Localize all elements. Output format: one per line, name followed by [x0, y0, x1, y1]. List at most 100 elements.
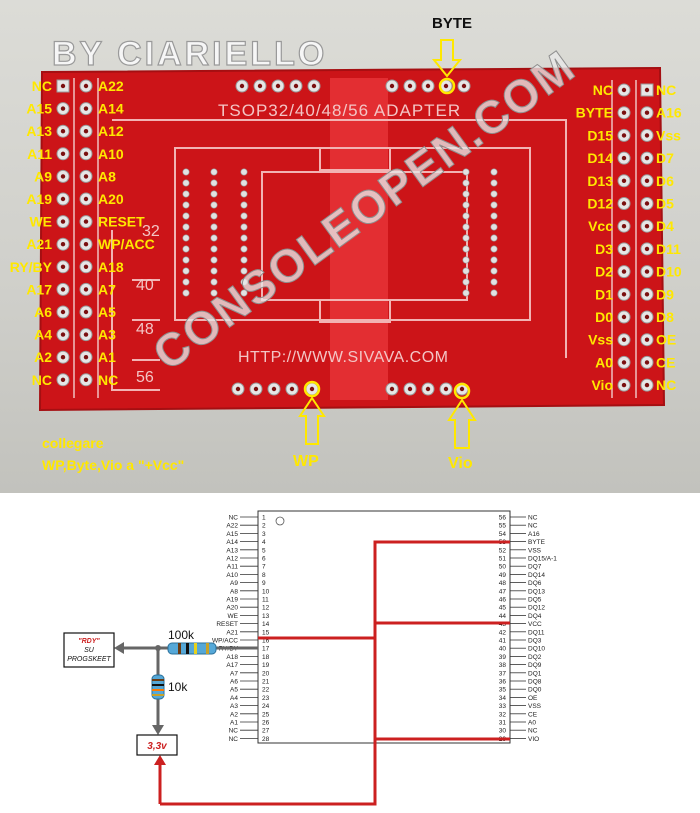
chip-footprint-pad [462, 267, 470, 275]
chip-right-pin-number: 37 [499, 670, 507, 677]
chip-right-pin-name: BYTE [528, 539, 546, 546]
silk-mark-32: 32 [142, 223, 160, 240]
chip-left-pin-name: A8 [230, 588, 238, 595]
chip-footprint-pad [182, 212, 190, 220]
chip-right-pin-number: 35 [499, 687, 507, 694]
chip-right-pin-name: DQ2 [528, 654, 542, 661]
pad-hole [60, 264, 66, 269]
chip-footprint-pad [462, 234, 470, 242]
chip-footprint-pad [210, 278, 218, 286]
pad-hole [461, 83, 467, 89]
pad-hole [271, 386, 277, 392]
chip-footprint-pad [462, 245, 470, 253]
chip-footprint-pad [240, 278, 248, 286]
chip-left-pin-number: 5 [262, 547, 266, 554]
chip-right-pin-name: DQ14 [528, 572, 545, 579]
chip-right-pin-number: 31 [499, 720, 507, 727]
pad-hole [644, 314, 650, 320]
left-pin-label-outer: A21 [26, 236, 52, 252]
chip-right-pin-name: VCC [528, 621, 542, 628]
chip-right-pin-number: 55 [499, 523, 507, 530]
silk-mark-56: 56 [136, 369, 154, 386]
chip-footprint-pad [182, 245, 190, 253]
chip-left-pin-name: A18 [226, 654, 238, 661]
pad-hole [60, 151, 66, 156]
rdy-arrowhead [114, 642, 124, 654]
top-header-pads [235, 79, 471, 93]
right-pin-label-inner: D10 [656, 264, 682, 280]
junction-dot [155, 645, 161, 651]
chip-left-pin-number: 28 [262, 736, 270, 743]
pad-hole [83, 106, 89, 111]
pad-hole [621, 87, 627, 93]
left-pin-label-inner: A20 [98, 191, 124, 207]
chip-left-pin-number: 8 [262, 572, 266, 579]
chip-left-pin-number: 17 [262, 646, 270, 653]
chip-left-pin-name: A7 [230, 670, 238, 677]
left-pin-label-outer: NC [32, 372, 52, 388]
bottom-header-pads [231, 382, 469, 396]
pad-hole [621, 178, 627, 183]
pad-hole [425, 386, 431, 392]
chip-footprint-pad [240, 212, 248, 220]
chip-left-pin-name: A10 [226, 572, 238, 579]
chip-footprint-pad [462, 289, 470, 297]
pad-hole [83, 174, 89, 179]
chip-right-pins: NC56NC55A1654BYTE53VSS52DQ15/A-151DQ750D… [499, 515, 558, 743]
chip-footprint-pad [210, 256, 218, 264]
chip-footprint-pad [182, 278, 190, 286]
chip-footprint-pad [490, 201, 498, 209]
chip-right-pin-number: 30 [499, 728, 507, 735]
chip-left-pin-number: 9 [262, 580, 266, 587]
chip-right-pin-name: VIO [528, 736, 539, 743]
right-pin-label-inner: NC [656, 82, 676, 98]
chip-footprint-pad [462, 278, 470, 286]
chip-left-pin-name: WP/ACC [212, 638, 238, 645]
chip-footprint-pad [210, 234, 218, 242]
chip-footprint-pad [240, 289, 248, 297]
chip-left-pin-number: 22 [262, 687, 270, 694]
pad-hole [60, 377, 66, 382]
chip-footprint-pad [462, 223, 470, 231]
pad-hole [275, 83, 281, 89]
pad-hole [621, 337, 627, 342]
right-pin-label-outer: D12 [587, 196, 613, 212]
pad-hole [459, 386, 465, 392]
chip-right-pin-name: DQ15/A-1 [528, 556, 557, 563]
left-pin-label-outer: WE [29, 214, 52, 230]
pad-hole [621, 201, 627, 206]
note-line-1: collegare [42, 435, 104, 451]
chip-right-pin-name: A0 [528, 720, 536, 727]
pad-hole [83, 151, 89, 156]
pad-hole [60, 83, 66, 89]
chip-left-pin-number: 1 [262, 515, 266, 522]
chip-right-pin-name: VSS [528, 703, 542, 710]
pad-hole [60, 219, 66, 224]
left-pin-label-inner: NC [98, 372, 118, 388]
vio-up-arrow [447, 398, 477, 449]
right-pin-label-outer: D0 [595, 309, 613, 325]
left-pin-label-inner: A7 [98, 281, 116, 297]
pad-hole [621, 110, 627, 115]
chip-left-pin-number: 19 [262, 662, 270, 669]
chip-footprint-pad [462, 212, 470, 220]
rdy-box-line-3: PROGSKEET [67, 656, 111, 663]
wp-up-arrow [298, 396, 326, 445]
byte-arrow-label: BYTE [432, 15, 472, 32]
right-pin-label-inner: D11 [656, 241, 681, 257]
chip-left-pin-name: A5 [230, 687, 238, 694]
pad-hole [83, 264, 89, 269]
chip-footprint-pad [240, 234, 248, 242]
chip-footprint-pad [462, 168, 470, 176]
chip-right-pin-name: OE [528, 695, 538, 702]
chip-footprint-pad [240, 201, 248, 209]
pad-hole [621, 360, 627, 365]
chip-footprint-pad [240, 256, 248, 264]
right-pin-label-outer: D13 [587, 173, 613, 189]
pad-hole [83, 129, 89, 134]
left-pin-label-outer: A6 [34, 304, 52, 320]
byte-pad-marker [438, 77, 456, 95]
pad-hole [60, 129, 66, 134]
chip-footprint-pad [490, 234, 498, 242]
byte-down-arrow [431, 39, 463, 78]
